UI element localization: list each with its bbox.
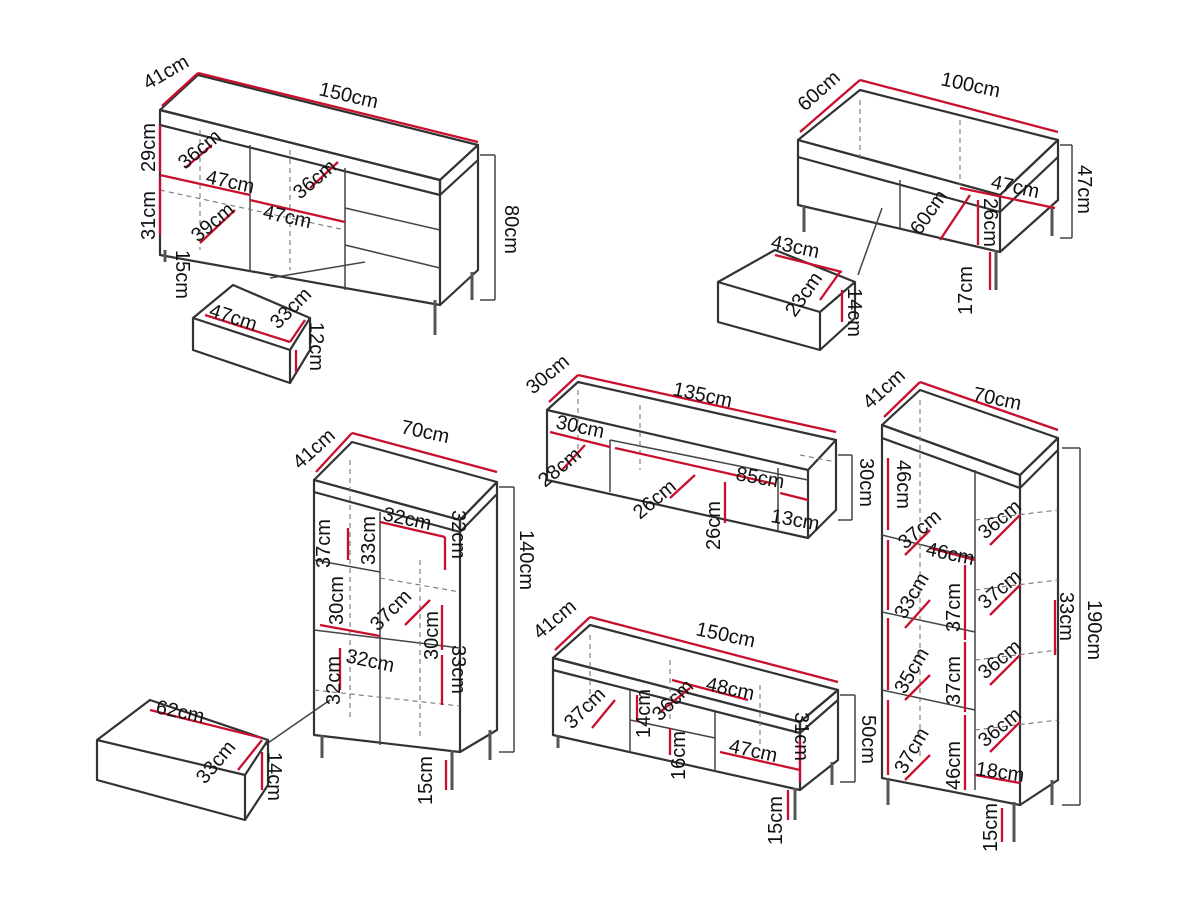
hanging-cabinet-drawing [545, 373, 853, 540]
hanging-cabinet-left-w-label: 30cm [554, 411, 606, 443]
highboard-depth-label: 41cm [289, 425, 340, 474]
tv-stand-leg-label: 15cm [765, 796, 787, 845]
coffee-table-width-label: 100cm [939, 68, 1002, 102]
sideboard-leg-label: 15cm [171, 250, 193, 299]
tv-stand-comp-mid-h-label: 16cm [668, 731, 690, 780]
highboard-comp-a-w-label: 33cm [358, 516, 380, 565]
hanging-cabinet-flap-w-label: 85cm [734, 463, 786, 493]
highboard-drawer-h-label: 14cm [263, 752, 285, 801]
highboard-comp-d-w-label: 32cm [344, 645, 396, 677]
tall-cabinet-left-c-d-label: 37cm [943, 656, 965, 705]
tall-cabinet-right-d-d-label: 36cm [974, 704, 1026, 752]
coffee-table-drawing [716, 78, 1073, 352]
hanging-cabinet-mid-d-label: 26cm [629, 476, 681, 524]
hanging-cabinet-left-d-label: 28cm [534, 444, 586, 492]
tv-stand-drawing [551, 615, 856, 820]
coffee-table-drawer-h-label: 14cm [843, 288, 865, 337]
highboard-comp-b-w-label: 32cm [381, 503, 433, 535]
tall-cabinet-height-label: 190cm [1083, 600, 1105, 660]
tall-cabinet-leg-label: 15cm [980, 803, 1002, 852]
coffee-table-comp-h-label: 26cm [979, 198, 1001, 247]
sideboard-height-label: 80cm [500, 205, 522, 254]
sideboard-drawer-height-label: 12cm [305, 322, 327, 371]
tv-stand-height-label: 50cm [857, 715, 879, 764]
sideboard-shelf-top-label: 29cm [138, 123, 160, 172]
highboard-leg-label: 15cm [415, 756, 437, 805]
highboard-comp-b-h-label: 32cm [447, 510, 469, 559]
tv-stand-comp-mid-w-label: 48cm [704, 673, 756, 705]
coffee-table-leg-label: 17cm [955, 266, 977, 315]
highboard-comp-a-h-label: 37cm [313, 519, 335, 568]
tv-stand-depth-label: 41cm [529, 596, 581, 644]
hanging-cabinet-height-label: 30cm [855, 458, 877, 507]
tall-cabinet-shelf-a-w-label: 46cm [924, 538, 976, 570]
highboard-drawing [95, 431, 515, 822]
highboard-comp-d-h-label: 33cm [447, 645, 469, 694]
sideboard-comp-width-b-label: 47cm [261, 201, 313, 233]
tv-stand-comp-r-h-label: 31cm [790, 712, 812, 761]
highboard-comp-e-h-label: 32cm [323, 656, 345, 705]
coffee-table-height-label: 47cm [1073, 165, 1095, 214]
hanging-cabinet-width-label: 135cm [671, 378, 734, 412]
tall-cabinet-right-h-label: 33cm [1055, 592, 1077, 641]
highboard-comp-c-h-label: 30cm [326, 576, 348, 625]
sideboard-drawing [158, 71, 496, 385]
sideboard-comp-width-a-label: 47cm [204, 166, 256, 198]
highboard-drawer-w-label: 62cm [154, 696, 206, 728]
tall-cabinet-bottom-w-label: 18cm [974, 758, 1025, 787]
highboard-width-label: 70cm [399, 416, 451, 448]
tall-cabinet-left-c-h-label: 35cm [890, 644, 934, 697]
coffee-table-drawer-w-label: 43cm [769, 231, 821, 263]
tall-cabinet-left-d-h-label: 37cm [890, 724, 934, 777]
tall-cabinet-left-b-d-label: 37cm [943, 583, 965, 632]
tall-cabinet-left-d-d-label: 46cm [943, 741, 965, 790]
tv-stand-comp-l-label: 37cm [560, 683, 610, 733]
hanging-cabinet-mid-h-label: 26cm [703, 501, 725, 550]
highboard-height-label: 140cm [515, 530, 537, 590]
tall-cabinet-drawing [880, 380, 1081, 842]
tall-cabinet-left-b-h-label: 33cm [890, 569, 934, 622]
tall-cabinet-shelf-a-h-label: 46cm [892, 460, 914, 509]
highboard-drawer-d-label: 33cm [192, 737, 240, 789]
tv-stand-comp-r-w-label: 47cm [727, 735, 779, 767]
tv-stand-comp-mid-d-label: 36cm [648, 675, 698, 725]
highboard-comp-c-d-label: 37cm [366, 585, 416, 635]
tv-stand-flap-h-label: 14cm [633, 689, 655, 738]
sideboard-shelf-bottom-label: 31cm [138, 191, 160, 240]
highboard-comp-c-h2-label: 30cm [421, 611, 443, 660]
